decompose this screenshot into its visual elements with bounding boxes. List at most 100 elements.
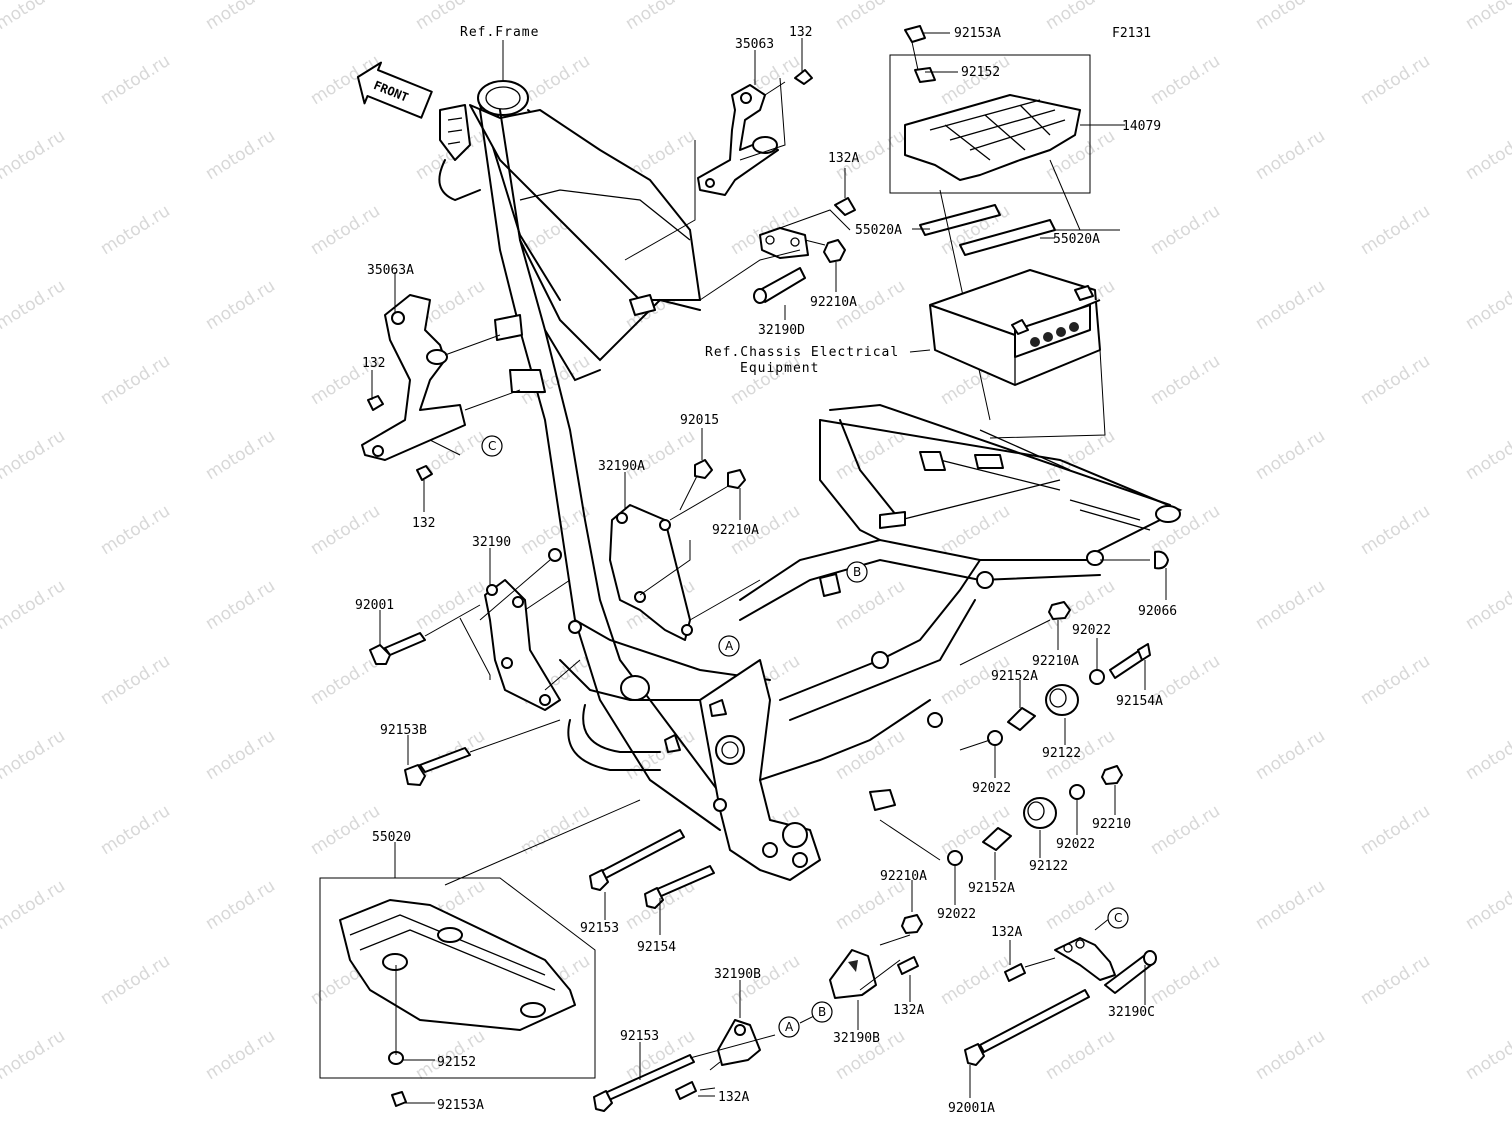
leader-lines xyxy=(371,32,1167,1104)
callout-92153a: 92153A xyxy=(954,26,1001,41)
callout-92022: 92022 xyxy=(937,907,976,922)
reference-markers: C B A C B A xyxy=(481,435,1129,1038)
svg-text:C: C xyxy=(488,439,496,453)
front-arrow-icon: FRONT xyxy=(356,61,433,119)
callout-92022: 92022 xyxy=(1072,623,1111,638)
callout-132: 132 xyxy=(362,356,385,371)
svg-text:A: A xyxy=(785,1020,794,1034)
watermark-text: motod.ru xyxy=(832,576,909,634)
callout-132a: 132A xyxy=(893,1003,924,1018)
callout-32190d: 32190D xyxy=(758,323,805,338)
watermark-text: motod.ru xyxy=(97,351,174,409)
callout-32190c: 32190C xyxy=(1108,1005,1155,1020)
watermark-text: motod.ru xyxy=(97,951,174,1009)
watermark-text: motod.ru xyxy=(832,0,909,34)
callout-92210: 92210 xyxy=(1092,817,1131,832)
callout-92152a: 92152A xyxy=(991,669,1038,684)
callout-92153: 92153 xyxy=(580,921,619,936)
watermark-text: motod.ru xyxy=(1357,951,1434,1009)
watermark-text: motod.ru xyxy=(1462,426,1512,484)
watermark-text: motod.ru xyxy=(1462,576,1512,634)
callout-92210a: 92210A xyxy=(880,869,927,884)
callout-32190a: 32190A xyxy=(598,459,645,474)
callout-132: 132 xyxy=(412,516,435,531)
callout-92210a: 92210A xyxy=(1032,654,1079,669)
callout-35063a: 35063A xyxy=(367,263,414,278)
bracket-32190d xyxy=(699,197,856,304)
callout-92153a: 92153A xyxy=(437,1098,484,1113)
figure-code: F2131 xyxy=(1112,26,1151,41)
bracket-32190a xyxy=(609,459,761,641)
svg-text:A: A xyxy=(725,639,734,653)
watermark-text: motod.ru xyxy=(0,126,69,184)
watermark-text: motod.ru xyxy=(1462,276,1512,334)
watermark-text: motod.ru xyxy=(307,201,384,259)
skid-plate-55020 xyxy=(319,799,641,1107)
callout-92122: 92122 xyxy=(1042,746,1081,761)
watermark-text: motod.ru xyxy=(1357,351,1434,409)
callout-55020: 55020 xyxy=(372,830,411,845)
watermark-text: motod.ru xyxy=(622,0,699,34)
watermark-text: motod.ru xyxy=(1252,426,1329,484)
bracket-32190 xyxy=(369,559,581,786)
callout-92022: 92022 xyxy=(972,781,1011,796)
watermark-text: motod.ru xyxy=(1042,1026,1119,1084)
battery-pads xyxy=(919,159,1120,421)
watermark-text: motod.ru xyxy=(1252,726,1329,784)
watermark-text: motod.ru xyxy=(202,276,279,334)
watermark-text: motod.ru xyxy=(307,651,384,709)
watermark-text: motod.ru xyxy=(1462,876,1512,934)
callout-55020a: 55020A xyxy=(855,223,902,238)
watermark-text: motod.ru xyxy=(202,726,279,784)
watermark-text: motod.ru xyxy=(1147,51,1224,109)
bracket-35063a xyxy=(361,294,521,481)
callout-92022: 92022 xyxy=(1056,837,1095,852)
watermark-text: motod.ru xyxy=(1252,126,1329,184)
callout-ref-frame: Ref.Frame xyxy=(460,25,539,40)
watermark-text: motod.ru xyxy=(97,501,174,559)
watermark-text: motod.ru xyxy=(0,0,69,34)
watermark-text: motod.ru xyxy=(202,426,279,484)
callout-ref-chassis-equipment: Equipment xyxy=(740,361,819,376)
watermark-text: motod.ru xyxy=(1357,651,1434,709)
watermark-text: motod.ru xyxy=(202,126,279,184)
svg-text:B: B xyxy=(818,1005,826,1019)
battery xyxy=(909,269,1106,439)
watermark-text: motod.ru xyxy=(412,576,489,634)
callout-35063: 35063 xyxy=(735,37,774,52)
watermark-text: motod.ru xyxy=(832,876,909,934)
watermark-text: motod.ru xyxy=(517,801,594,859)
callout-32190b: 32190B xyxy=(714,967,761,982)
callout-132a: 132A xyxy=(718,1090,749,1105)
watermark-text: motod.ru xyxy=(1252,876,1329,934)
callout-92015: 92015 xyxy=(680,413,719,428)
watermark-text: motod.ru xyxy=(1462,726,1512,784)
watermark-text: motod.ru xyxy=(0,1026,69,1084)
watermark-text: motod.ru xyxy=(202,0,279,34)
watermark-text: motod.ru xyxy=(1042,426,1119,484)
svg-text:C: C xyxy=(1114,911,1122,925)
callout-ref-chassis: Ref.Chassis Electrical xyxy=(705,345,899,360)
callout-92154: 92154 xyxy=(637,940,676,955)
watermark-text: motod.ru xyxy=(1252,276,1329,334)
svg-text:B: B xyxy=(853,565,861,579)
watermark-text: motod.ru xyxy=(622,426,699,484)
callout-92001a: 92001A xyxy=(948,1101,995,1116)
watermark-text: motod.ru xyxy=(0,726,69,784)
watermark-text: motod.ru xyxy=(0,876,69,934)
watermark-text: motod.ru xyxy=(1147,351,1224,409)
watermark-text: motod.ru xyxy=(202,576,279,634)
marker-c-left: C xyxy=(481,435,503,457)
callout-92066: 92066 xyxy=(1138,604,1177,619)
callout-32190b: 32190B xyxy=(833,1031,880,1046)
callout-92152: 92152 xyxy=(961,65,1000,80)
watermark-text: motod.ru xyxy=(937,501,1014,559)
watermark-text: motod.ru xyxy=(0,426,69,484)
marker-b-bottom: B xyxy=(811,1001,833,1023)
callout-92153: 92153 xyxy=(620,1029,659,1044)
watermark-text: motod.ru xyxy=(1252,576,1329,634)
callout-55020a: 55020A xyxy=(1053,232,1100,247)
watermark-text: motod.ru xyxy=(1252,1026,1329,1084)
watermark-text: motod.ru xyxy=(1147,801,1224,859)
